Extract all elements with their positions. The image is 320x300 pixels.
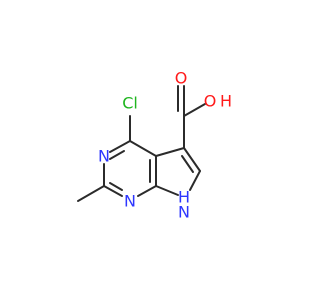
- bond-c4a-c4: [129, 140, 157, 157]
- bond-c5-c6-double: [181, 155, 194, 173]
- atom-chlorine: Cl: [122, 94, 138, 113]
- bond-c4a-c5: [155, 147, 185, 157]
- bond-n7-c7a: [155, 185, 179, 196]
- bond-c6-n7: [189, 170, 201, 191]
- atom-oxygen: O: [175, 69, 188, 88]
- atom-ring-nitrogen-upper: N: [98, 147, 110, 166]
- bond-c4-n3-double: [109, 150, 125, 160]
- bond-c5-c6: [183, 147, 201, 172]
- bond-c2-n1-double: [109, 182, 123, 191]
- atom-ring-nitrogen-lower: N: [124, 192, 136, 211]
- bond-c4-n3: [109, 140, 131, 153]
- atom-labels: Cl O O H N N H N: [98, 69, 232, 222]
- bond-c-oh: [183, 103, 206, 117]
- atom-pyrrole-nitrogen: N: [178, 203, 190, 222]
- molecule-structure: Cl O O H N N H N: [77, 69, 232, 222]
- bond-c2-n1: [103, 185, 123, 197]
- atom-pyrrole-nitrogen-hydrogen: H: [178, 188, 190, 207]
- bond-n1-c7a: [137, 185, 157, 197]
- atom-hydroxyl-oxygen: O: [204, 92, 217, 111]
- atom-hydroxyl-hydrogen: H: [220, 92, 232, 111]
- bond-lines: [77, 85, 206, 202]
- bond-c2-methyl: [77, 185, 105, 202]
